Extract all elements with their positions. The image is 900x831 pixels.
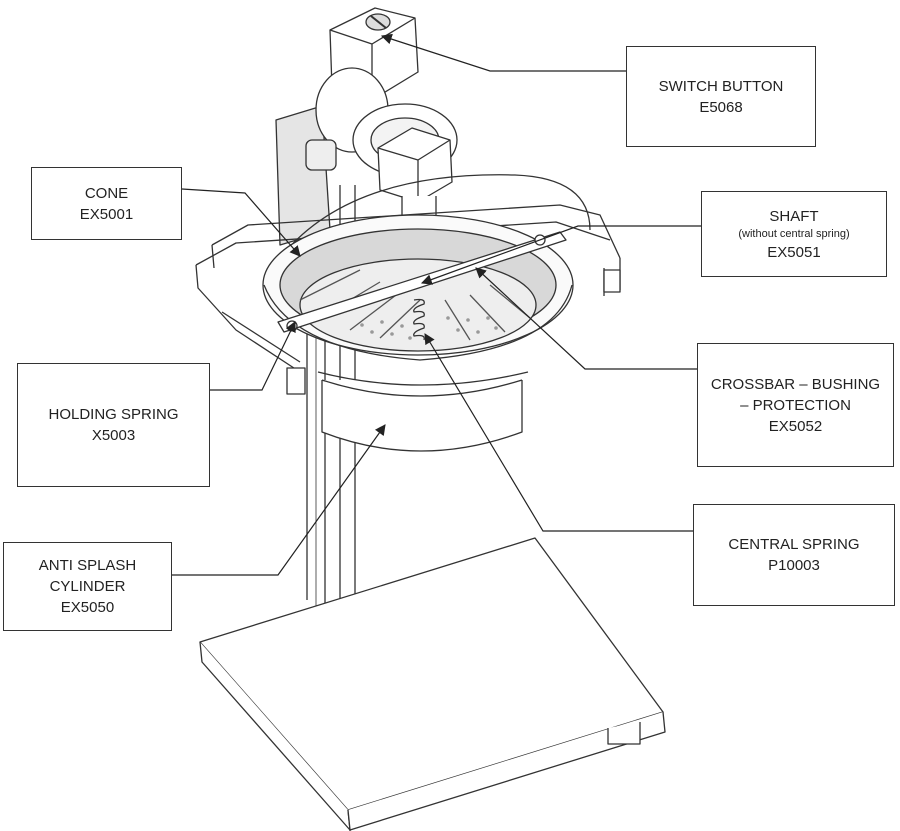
shaft-name: SHAFT — [769, 207, 819, 225]
cone-name: CONE — [84, 184, 129, 202]
cone-label: CONE EX5001 — [31, 167, 182, 240]
central-spring-label: CENTRAL SPRING P10003 — [693, 504, 895, 606]
crossbar-name-line1: CROSSBAR – BUSHING — [710, 375, 881, 393]
shaft-label: SHAFT (without central spring) EX5051 — [701, 191, 887, 277]
holding-spring-name: HOLDING SPRING — [48, 406, 179, 423]
motor-housing — [305, 7, 458, 203]
switch-button-code: E5068 — [699, 98, 743, 116]
leader-shaft — [420, 225, 701, 285]
anti-splash-code: EX5050 — [60, 599, 115, 616]
leader-lines — [172, 33, 701, 576]
leader-crossbar — [475, 267, 697, 370]
holding-spring-label: HOLDING SPRING X5003 — [17, 363, 210, 487]
anti-splash-cylinder — [317, 371, 529, 452]
leader-switch-button — [380, 33, 626, 72]
leader-cone — [181, 188, 301, 257]
machine-drawing — [195, 7, 666, 831]
leader-central-spring — [424, 333, 693, 532]
anti-splash-name-line1: ANTI SPLASH — [38, 557, 137, 574]
central-spring-code: P10003 — [768, 557, 820, 574]
crossbar-code: EX5052 — [768, 417, 823, 435]
anti-splash-name-line2: CYLINDER — [49, 578, 126, 595]
anti-splash-label: ANTI SPLASH CYLINDER EX5050 — [3, 542, 172, 631]
cone-code: EX5001 — [79, 205, 134, 223]
shaft-note: (without central spring) — [738, 227, 850, 240]
leader-anti-splash — [172, 424, 386, 576]
central-spring — [413, 298, 425, 341]
holding-spring-code: X5003 — [91, 427, 136, 444]
bowl-rim-back — [264, 174, 591, 281]
shaft-code: EX5051 — [767, 243, 821, 261]
cone — [262, 214, 574, 361]
crossbar-label: CROSSBAR – BUSHING – PROTECTION EX5052 — [697, 343, 894, 467]
switch-button-label: SWITCH BUTTON E5068 — [626, 46, 816, 147]
central-spring-name: CENTRAL SPRING — [728, 536, 860, 553]
base-plate — [199, 537, 666, 831]
leader-holding-spring — [210, 321, 296, 391]
switch-button-name: SWITCH BUTTON — [658, 77, 784, 95]
crossbar-name-line2: – PROTECTION — [740, 396, 851, 414]
